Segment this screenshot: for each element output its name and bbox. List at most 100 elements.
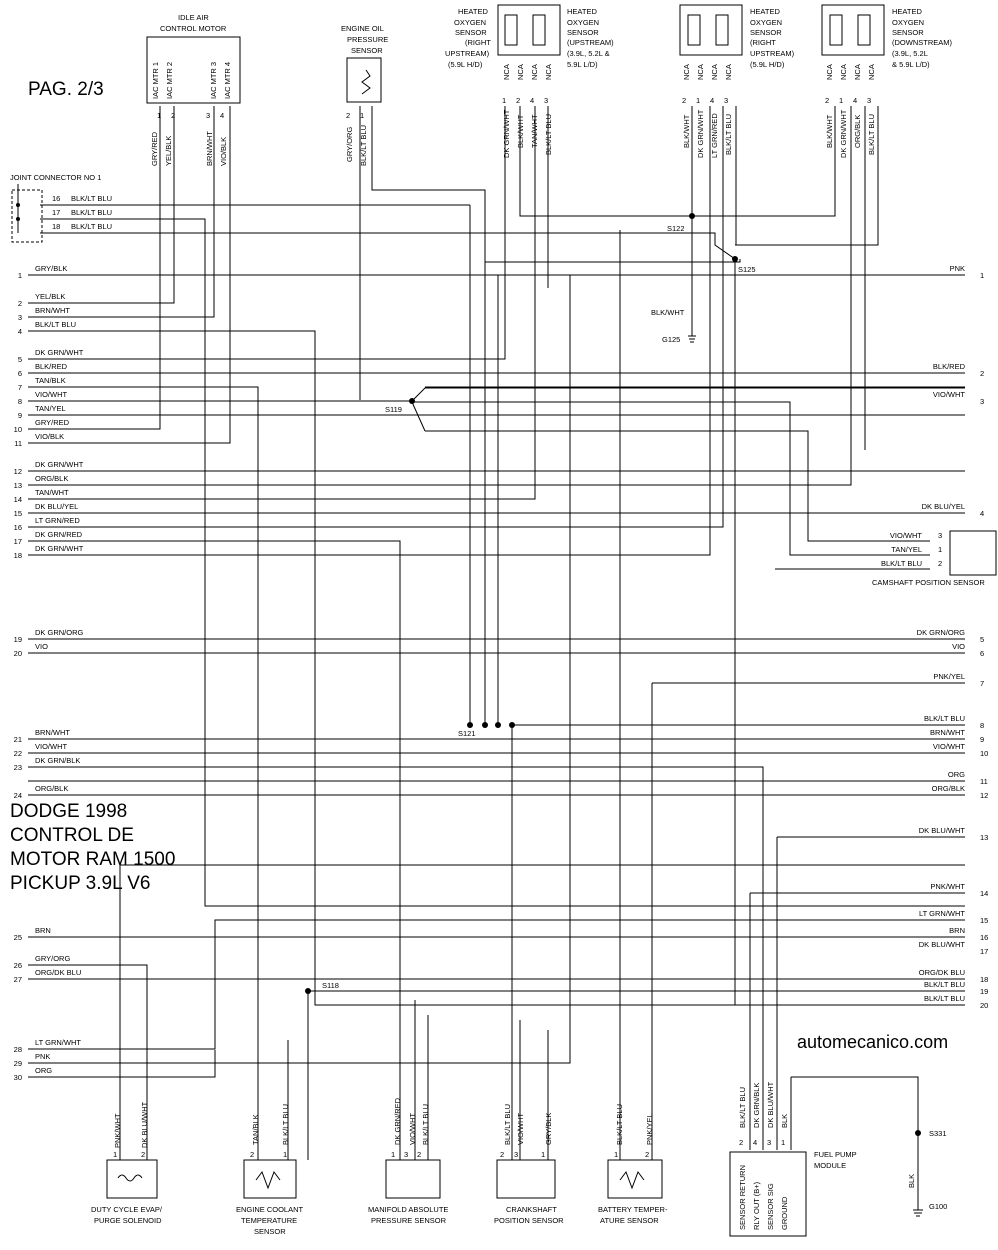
splice-label-s121: S121 (458, 729, 476, 738)
right-wire-color: DK GRN/ORG (917, 628, 966, 637)
right-pin-number: 14 (980, 889, 988, 898)
map-sensor: 1 3 2 DK GRN/RED VIO/WHT BLK/LT BLU MANI… (368, 1097, 448, 1225)
svg-text:3: 3 (767, 1138, 771, 1147)
left-pin-number: 24 (14, 791, 22, 800)
o2a-label-2: OXYGEN (454, 18, 486, 27)
right-pin-number: 1 (980, 271, 984, 280)
left-wire-color: VIO/WHT (35, 390, 67, 399)
left-wire-color: DK BLU/YEL (35, 502, 78, 511)
evap-label-2: PURGE SOLENOID (94, 1216, 162, 1225)
left-wire-color: BRN/WHT (35, 728, 70, 737)
right-wire-color: PNK/YEL (933, 672, 965, 681)
left-pin-number: 25 (14, 933, 22, 942)
left-pin-number: 1 (18, 271, 22, 280)
fuel-pin-1: SENSOR RETURN (738, 1165, 747, 1230)
svg-text:4: 4 (530, 96, 534, 105)
battery-temperature-sensor: 1 2 BLK/LT BLU PNK/YEL BATTERY TEMPER- A… (598, 1104, 668, 1225)
left-pin-number: 14 (14, 495, 22, 504)
right-wire-color: LT GRN/WHT (919, 909, 965, 918)
splice-dots (305, 213, 921, 1136)
batt-wire-2: PNK/YEL (645, 1113, 654, 1145)
o2a-wire-4: BLK/LT BLU (544, 114, 553, 155)
oil-title-2: PRESSURE (347, 35, 388, 44)
svg-text:3: 3 (867, 96, 871, 105)
nca-label: NCA (839, 64, 848, 80)
svg-text:1: 1 (696, 96, 700, 105)
svg-text:2: 2 (645, 1150, 649, 1159)
iac-pin-4: IAC MTR 4 (223, 62, 232, 99)
o2c-label-5: UPSTREAM) (750, 49, 795, 58)
left-pin-number: 22 (14, 749, 22, 758)
svg-text:3: 3 (206, 111, 210, 120)
o2d-label-2: OXYGEN (892, 18, 924, 27)
o2c-label-1: HEATED (750, 7, 780, 16)
iac-motor: IDLE AIR CONTROL MOTOR IAC MTR 1 IAC MTR… (146, 13, 241, 166)
svg-text:1: 1 (113, 1150, 117, 1159)
left-pin-number: 19 (14, 635, 22, 644)
iac-wire-2: YEL/BLK (164, 136, 173, 166)
left-wire-color: BLK/LT BLU (35, 320, 76, 329)
o2c-wire-3: ORG/BLK (853, 115, 862, 148)
left-pin-number: 21 (14, 735, 22, 744)
o2a-label-1: HEATED (458, 7, 488, 16)
o2c-label-3: SENSOR (750, 28, 782, 37)
right-wire-color: BLK/LT BLU (924, 994, 965, 1003)
ground-label-g125: G125 (662, 335, 680, 344)
left-pin-number: 27 (14, 975, 22, 984)
ect-label-3: SENSOR (254, 1227, 286, 1236)
joint-pin-number: 16 (52, 194, 60, 203)
left-wire-color: VIO (35, 642, 48, 651)
o2a-label-4: (RIGHT (465, 38, 491, 47)
svg-text:2: 2 (500, 1150, 504, 1159)
o2d-label-5: (3.9L, 5.2L (892, 49, 928, 58)
left-wire-color: GRY/RED (35, 418, 70, 427)
fuel-wire-3: DK BLU/WHT (766, 1081, 775, 1128)
svg-text:4: 4 (853, 96, 857, 105)
o2b-wire-2: DK GRN/WHT (696, 109, 705, 158)
right-pin-number: 5 (980, 635, 984, 644)
left-pin-number: 15 (14, 509, 22, 518)
left-wire-color: VIO/BLK (35, 432, 64, 441)
ckp-label-1: CRANKSHAFT (506, 1205, 557, 1214)
left-wire-color: ORG/BLK (35, 474, 68, 483)
iac-wire-1: GRY/RED (150, 131, 159, 166)
fuel-pump-module: 2 4 3 1 BLK/LT BLU DK GRN/BLK DK BLU/WHT… (729, 1081, 857, 1237)
fuel-pin-2: RLY OUT (B+) (752, 1181, 761, 1230)
right-wire-color: VIO/WHT (933, 390, 965, 399)
right-wire-color: BLK/LT BLU (924, 980, 965, 989)
right-pin-number: 8 (980, 721, 984, 730)
right-wire-color: BLK/RED (933, 362, 966, 371)
left-wire-color: TAN/BLK (35, 376, 66, 385)
right-pin-number: 19 (980, 987, 988, 996)
svg-text:3: 3 (724, 96, 728, 105)
svg-text:3: 3 (544, 96, 548, 105)
left-pin-number: 9 (18, 411, 22, 420)
o2c-wire-2: DK GRN/WHT (839, 109, 848, 158)
o2b-label-3: SENSOR (567, 28, 599, 37)
right-wire-color: ORG/BLK (932, 784, 965, 793)
evap-purge-solenoid: 1 2 PNK/WHT DK BLU/WHT DUTY CYCLE EVAP/ … (91, 1101, 163, 1225)
batt-label-2: ATURE SENSOR (600, 1216, 659, 1225)
o2d-label-4: (DOWNSTREAM) (892, 38, 952, 47)
nca-label: NCA (825, 64, 834, 80)
left-wire-color: BRN/WHT (35, 306, 70, 315)
camshaft-pin-number: 2 (938, 559, 942, 568)
map-wire-1: DK GRN/RED (393, 1097, 402, 1145)
left-wire-color: GRY/ORG (35, 954, 70, 963)
right-pin-number: 3 (980, 397, 984, 406)
ect-wire-1: TAN/BLK (251, 1114, 260, 1145)
iac-title-2: CONTROL MOTOR (160, 24, 227, 33)
right-pin-number: 6 (980, 649, 984, 658)
left-wire-color: TAN/YEL (35, 404, 66, 413)
diagram-title-line-2: CONTROL DE (10, 825, 134, 846)
left-pin-number: 28 (14, 1045, 22, 1054)
right-wire-color: ORG (948, 770, 965, 779)
camshaft-sensor-label: CAMSHAFT POSITION SENSOR (872, 578, 985, 587)
svg-text:1: 1 (781, 1138, 785, 1147)
left-wire-color: TAN/WHT (35, 488, 69, 497)
left-pin-number: 3 (18, 313, 22, 322)
right-wire-color: PNK/WHT (930, 882, 965, 891)
right-pin-number: 18 (980, 975, 988, 984)
evap-wire-2: DK BLU/WHT (140, 1101, 149, 1148)
